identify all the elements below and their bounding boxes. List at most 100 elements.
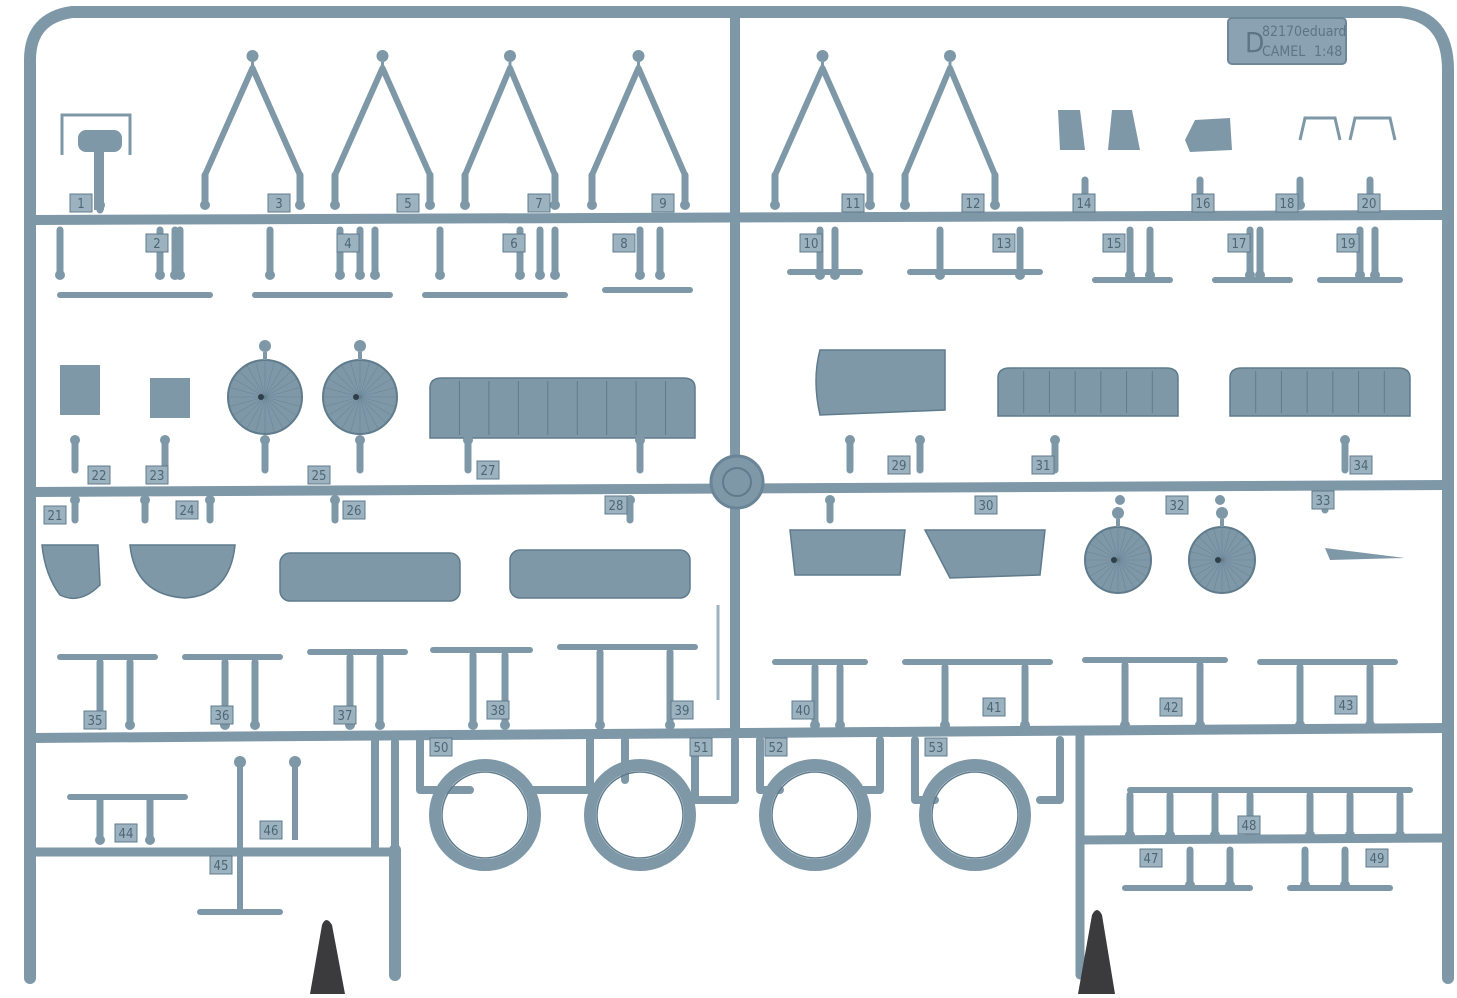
part-number-tag <box>982 697 1006 717</box>
dish-rib <box>333 370 361 398</box>
part-number-tag <box>1227 233 1251 253</box>
gate-knob <box>330 200 340 210</box>
dish-rib <box>246 364 266 398</box>
gate-knob <box>935 270 945 280</box>
gate-knob <box>370 270 380 280</box>
part-number-tag <box>307 465 331 485</box>
part-number-tag <box>1102 233 1126 253</box>
gate-knob <box>1020 720 1030 730</box>
dish-rib <box>1205 531 1223 561</box>
part-24 <box>129 544 236 599</box>
part-number-tag <box>43 505 67 525</box>
dish-rib <box>264 396 275 433</box>
sprue-hub <box>709 454 765 510</box>
part-number: 52 <box>769 741 784 756</box>
part-number: 49 <box>1370 852 1385 867</box>
part-number: 7 <box>535 197 542 212</box>
dish-rib <box>1221 536 1246 561</box>
part-number: 18 <box>1280 197 1295 212</box>
gate-knob <box>1015 270 1025 280</box>
part-number-tag <box>1072 193 1096 213</box>
part-number-tag <box>1311 490 1335 510</box>
strut-11-knob <box>816 50 829 62</box>
part-23 <box>150 378 190 418</box>
dish-hole <box>1215 557 1221 563</box>
display-stand-right <box>1078 910 1115 994</box>
gate-knob <box>295 200 305 210</box>
gate-knob <box>335 270 345 280</box>
sprue-label: D 82170 eduard CAMEL 1:48 <box>1227 17 1347 65</box>
gate-knob <box>1340 435 1350 445</box>
gate-knob <box>355 270 365 280</box>
dish-rib <box>359 396 393 416</box>
part-number: 6 <box>510 237 517 252</box>
gate-knob <box>1145 270 1155 280</box>
gate-knob <box>1195 720 1205 730</box>
panel-27 <box>429 377 696 439</box>
wheel-52 <box>759 759 871 871</box>
wheel-51 <box>584 759 696 871</box>
gate-knob <box>1125 830 1135 840</box>
dish-rib <box>264 387 301 398</box>
dish-rib <box>1101 559 1119 589</box>
gate-knob <box>435 270 445 280</box>
gate-knob <box>55 270 65 280</box>
part-number: 47 <box>1144 852 1159 867</box>
gate-knob <box>70 435 80 445</box>
gate-knob <box>160 435 170 445</box>
dish-rib <box>1221 543 1251 561</box>
gate-knob <box>1255 270 1265 280</box>
part-number-tag <box>1275 193 1299 213</box>
part-number: 22 <box>92 469 107 484</box>
part-number-tag <box>992 233 1016 253</box>
display-stand-left <box>310 920 345 994</box>
gate-knob <box>200 200 210 210</box>
part-number-tag <box>342 500 366 520</box>
runner-lower <box>25 723 1453 743</box>
gate-knob <box>1365 720 1375 730</box>
dish-rib <box>1117 543 1147 561</box>
dish-rib <box>232 378 266 398</box>
part-number: 27 <box>481 464 496 479</box>
dish-rib <box>1198 559 1223 584</box>
gate-knob <box>825 495 835 505</box>
part-number-tag <box>429 737 453 757</box>
gate-knob <box>260 435 270 445</box>
dish-hole <box>258 394 264 400</box>
gate-knob <box>170 270 180 280</box>
gate-knob <box>665 720 675 730</box>
dish-rib <box>232 396 266 416</box>
part-number: 21 <box>48 509 63 524</box>
gate-knob <box>810 720 820 730</box>
part-number: 10 <box>804 237 819 252</box>
dish-hole <box>353 394 359 400</box>
part-number: 51 <box>694 741 709 756</box>
dish-knob <box>1216 507 1228 519</box>
part-number: 16 <box>1196 197 1211 212</box>
dish-rib <box>264 396 301 407</box>
gate-knob <box>655 270 665 280</box>
part-number-tag <box>764 737 788 757</box>
gate-knob <box>865 200 875 210</box>
part-number-tag <box>336 233 360 253</box>
part-number: 25 <box>312 469 327 484</box>
part-number: 43 <box>1339 699 1354 714</box>
dish-rib <box>1117 536 1142 561</box>
gate-knob <box>1120 720 1130 730</box>
kit-number: 82170 <box>1262 24 1302 40</box>
part-number-tag <box>670 700 694 720</box>
gate-knob <box>550 270 560 280</box>
part-number: 44 <box>119 827 134 842</box>
dish-rib <box>246 396 266 430</box>
part-number-tag <box>1139 848 1163 868</box>
part-number-tag <box>145 465 169 485</box>
dish-rib <box>238 396 266 424</box>
part-number: 35 <box>88 714 103 729</box>
dish-rib <box>1109 559 1119 592</box>
gate-knob <box>468 720 478 730</box>
part-number-tag <box>799 233 823 253</box>
dish-knob <box>1112 507 1124 519</box>
model-name: CAMEL <box>1262 44 1305 60</box>
part-number: 17 <box>1232 237 1247 252</box>
part-number-tag <box>486 700 510 720</box>
